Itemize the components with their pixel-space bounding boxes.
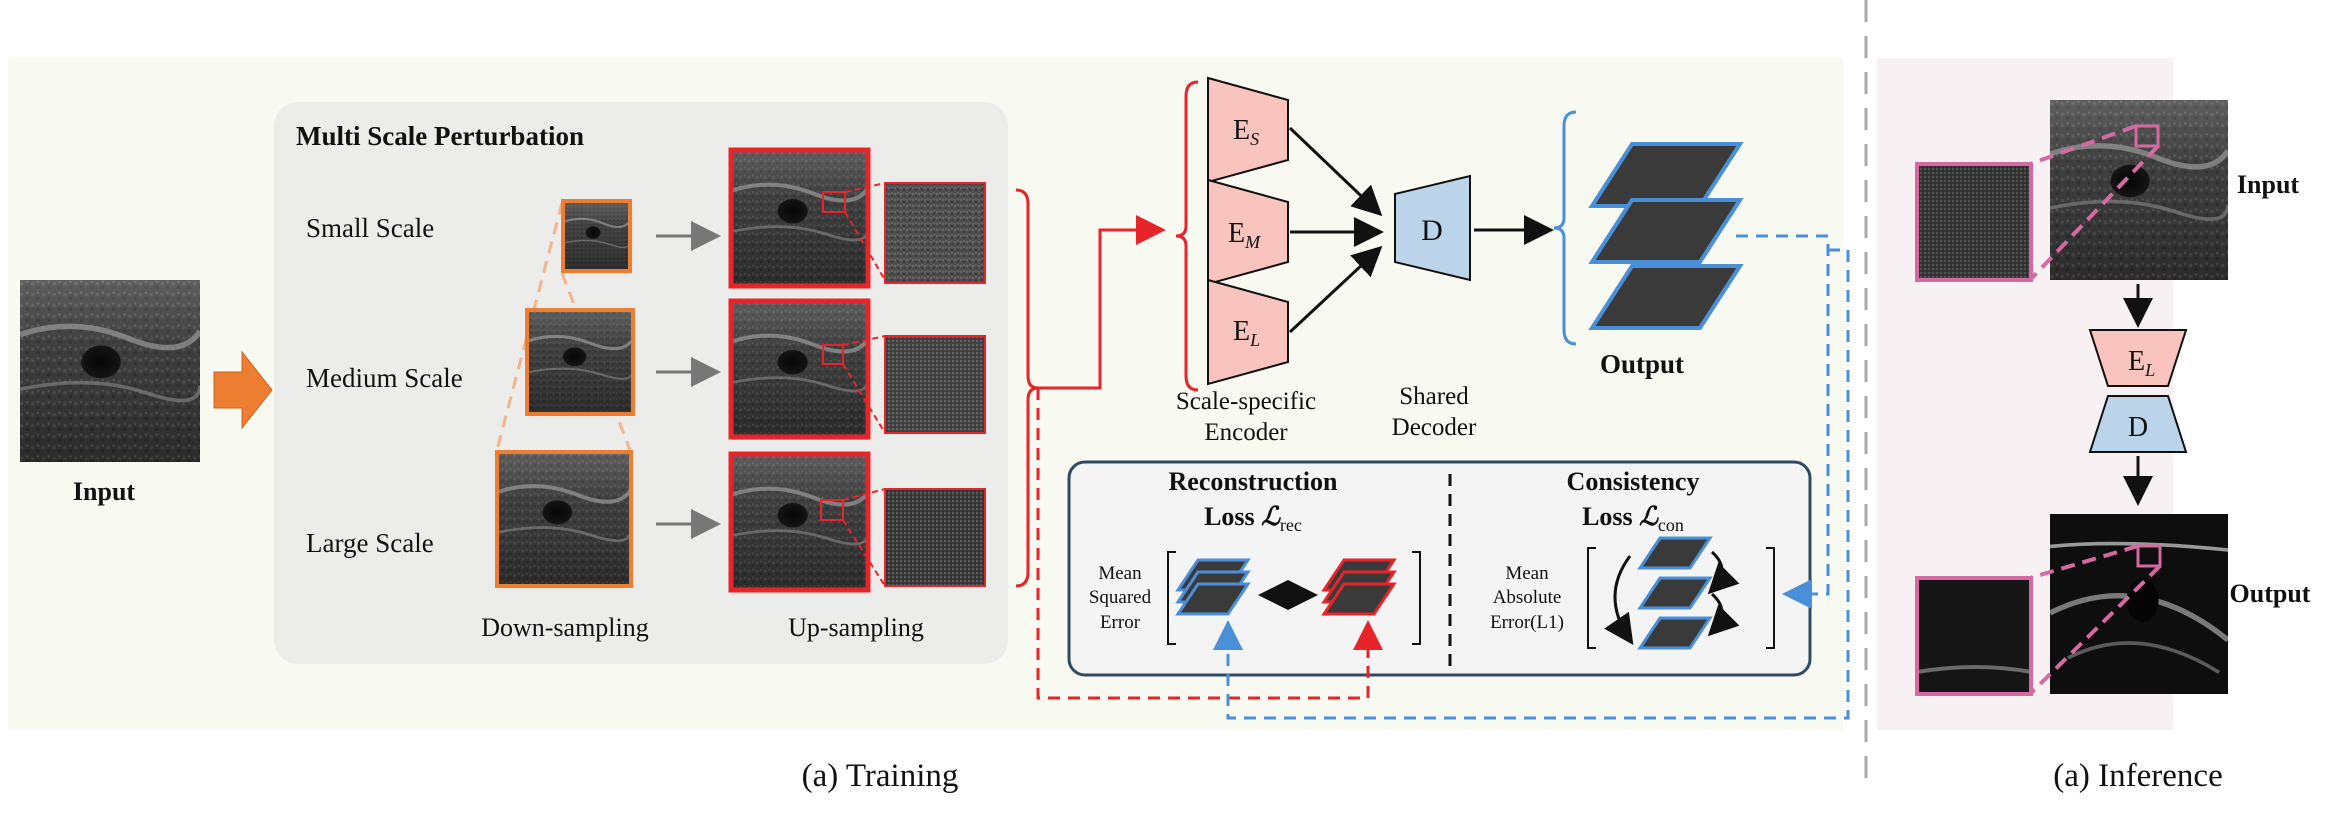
svg-text:EM: EM [1228, 218, 1261, 252]
scale-label-large: Large Scale [306, 528, 434, 558]
svg-text:EL: EL [2128, 346, 2155, 380]
encoder-medium: EM [1207, 178, 1289, 286]
consistency-loss-word: Loss [1582, 502, 1639, 531]
blue-dashed-flow [1736, 234, 1830, 609]
decoder-caption-line1: Shared [1399, 383, 1469, 410]
scale-label-medium: Medium Scale [306, 363, 463, 393]
consistency-loss-title: Consistency [1567, 467, 1700, 496]
red-flow-line [1038, 215, 1166, 390]
recon-loss-word: Loss [1204, 502, 1261, 531]
encoder-large: EL [1207, 278, 1289, 386]
recon-target-stack [1321, 558, 1397, 616]
consistency-bracket-left [1587, 547, 1596, 649]
perturbation-title: Multi Scale Perturbation [296, 121, 584, 151]
recon-bracket-left [1167, 551, 1176, 645]
recon-predicted-stack [1175, 558, 1251, 616]
encoder-large-main: E [1233, 316, 1250, 347]
recon-loss-formula: Loss ℒrec [1204, 502, 1302, 535]
encoder-group-bracket [1175, 80, 1199, 392]
decoder-caption-line2: Decoder [1392, 414, 1477, 441]
encoder-caption-line1: Scale-specific [1176, 388, 1316, 415]
svg-text:ES: ES [1233, 115, 1259, 149]
training-input-image [20, 280, 200, 462]
encoder-small-main: E [1233, 115, 1250, 146]
recon-metric-line2: Squared [1089, 587, 1152, 608]
consistency-loss-symbol: ℒ [1639, 502, 1659, 531]
output-stack [1588, 142, 1744, 330]
consistency-stack [1637, 536, 1713, 650]
inference-decoder: D [2088, 395, 2188, 453]
inference-input-zoom [1915, 124, 2160, 282]
encoder-small-sub: S [1250, 129, 1259, 149]
consistency-bracket-right [1766, 547, 1775, 649]
encoder-small: ES [1207, 76, 1289, 184]
encoder-medium-main: E [1228, 218, 1245, 249]
downsampled-image-medium [525, 308, 635, 416]
training-output-label: Output [1600, 349, 1684, 379]
encoder-caption-line2: Encoder [1204, 419, 1288, 446]
encoder-to-decoder-arrow [1288, 245, 1383, 334]
output-group-bracket [1553, 110, 1577, 346]
training-caption: (a) Training [802, 758, 959, 794]
consistency-metric-line3: Error(L1) [1490, 612, 1564, 633]
encoder-to-decoder-arrow [1288, 126, 1383, 217]
inference-encoder: EL [2088, 329, 2188, 387]
recon-metric-line1: Mean [1098, 563, 1142, 584]
encoder-large-sub: L [1249, 330, 1260, 350]
consistency-loss-formula: Loss ℒcon [1582, 502, 1684, 535]
inference-caption: (a) Inference [2053, 758, 2222, 794]
recon-loss-sub: rec [1280, 515, 1302, 535]
recon-metric-line3: Error [1100, 612, 1141, 633]
inference-output-zoom [1915, 544, 2162, 696]
consistency-loss-sub: con [1658, 515, 1684, 535]
consistency-arrow [1604, 555, 1634, 645]
consistency-metric-line1: Mean [1505, 563, 1549, 584]
inference-input-label: Input [2237, 170, 2299, 199]
svg-text:EL: EL [1233, 316, 1260, 350]
scale-label-small: Small Scale [306, 213, 434, 243]
upsampled-image-large [728, 451, 986, 593]
inference-output-label: Output [2230, 579, 2311, 608]
inference-output-image [2050, 514, 2228, 694]
downsampled-image-large [495, 450, 633, 588]
recon-loss-title: Reconstruction [1169, 467, 1339, 496]
downsampled-image-small [561, 199, 632, 273]
upsampling-label: Up-sampling [788, 613, 924, 642]
blue-dashed-flow [1213, 248, 1850, 720]
recon-bracket-right [1412, 551, 1421, 645]
consistency-arrow [1707, 592, 1740, 637]
inference-encoder-sub: L [2144, 360, 2155, 380]
training-input-label: Input [73, 477, 135, 506]
upsampled-image-small [728, 147, 986, 289]
consistency-metric-line2: Absolute [1493, 587, 1562, 608]
recon-loss-symbol: ℒ [1261, 502, 1281, 531]
decoder-label: D [1421, 214, 1443, 247]
inference-decoder-label: D [2128, 412, 2148, 443]
downsampling-label: Down-sampling [481, 613, 649, 642]
downsample-guide-line [560, 272, 632, 451]
shared-decoder: D [1394, 174, 1471, 282]
upsampled-image-medium [728, 298, 986, 440]
input-arrow-icon [213, 350, 273, 430]
consistency-arrow [1707, 550, 1740, 595]
inference-encoder-main: E [2128, 346, 2145, 377]
encoder-medium-sub: M [1244, 232, 1261, 252]
inference-input-image [2050, 100, 2228, 280]
